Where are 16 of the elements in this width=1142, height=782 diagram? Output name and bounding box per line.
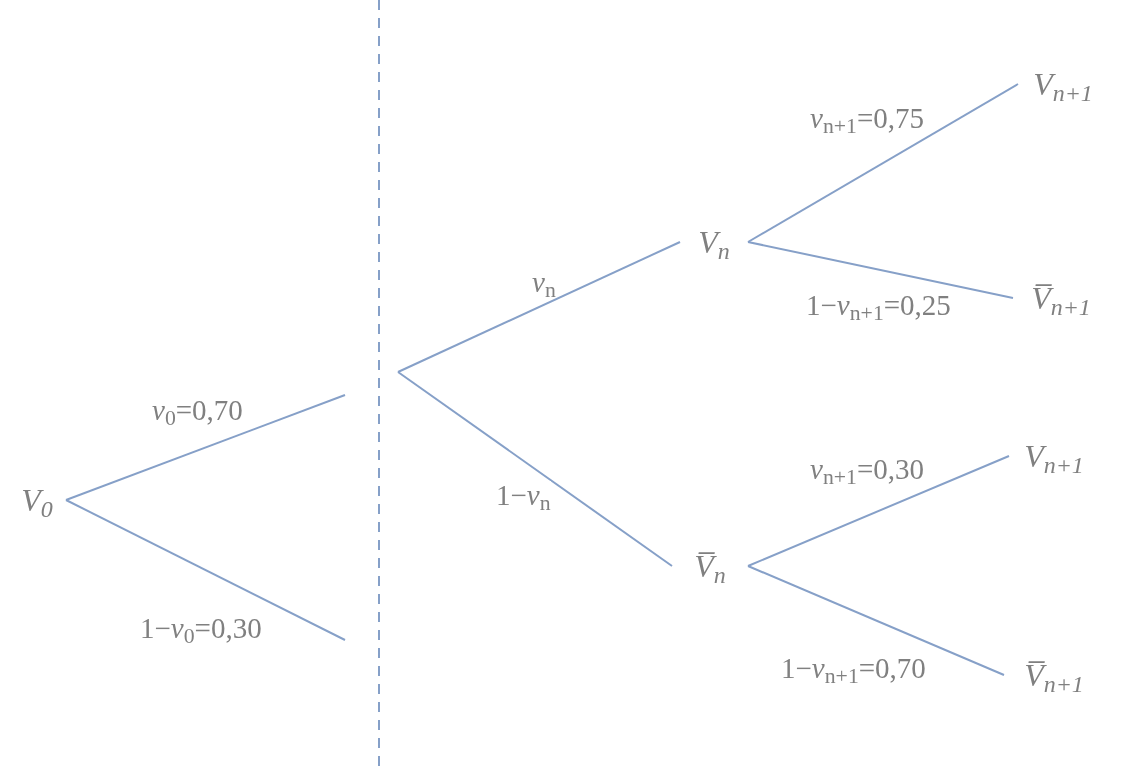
event-label: V$_{0}$ — [21, 484, 53, 516]
event-label: V̅$_{n+1}$ — [1031, 282, 1091, 314]
event-label: V$_{n+1}$ — [1024, 440, 1084, 472]
event-label: V$_{n}$ — [698, 226, 730, 258]
branch-line — [747, 455, 1010, 567]
event-label: V̅$_{n}$ — [694, 550, 726, 582]
branch-line — [397, 241, 681, 373]
branch-line — [747, 83, 1019, 243]
branch-line — [397, 371, 673, 567]
branch-line — [747, 241, 1014, 299]
probability-label: 1−v$_{n}$ — [496, 481, 551, 510]
branch-line — [747, 565, 1005, 676]
branch-line — [65, 499, 346, 641]
event-label: V$_{n+1}$ — [1033, 68, 1093, 100]
event-label: V̅$_{n+1}$ — [1024, 659, 1084, 691]
branch-line — [65, 394, 346, 501]
